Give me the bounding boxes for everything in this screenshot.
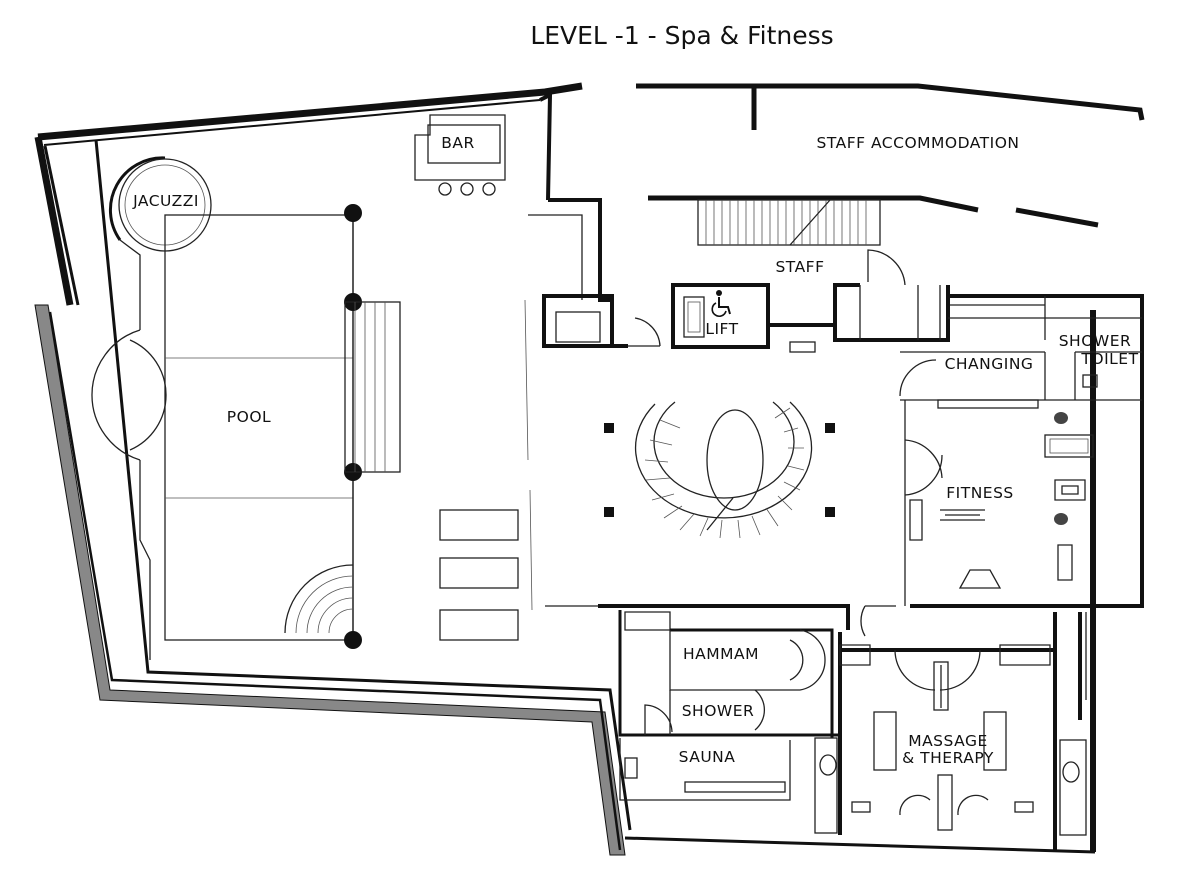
massage-wing: MASSAGE & THERAPY [838, 612, 1087, 850]
room-label-shower-toilet-line2: TOILET [1080, 350, 1138, 368]
wet-area: HAMMAM SHOWER SAUNA [618, 610, 840, 834]
staff-stair [697, 199, 881, 246]
fitness-wing: CHANGING SHOWER TOILET FITNESS [899, 294, 1144, 608]
pool-area: JACUZZI POOL [91, 156, 533, 660]
plan-title: LEVEL -1 - Spa & Fitness [530, 21, 833, 50]
wheelchair-icon [711, 290, 731, 317]
bar-area: BAR [414, 114, 506, 196]
room-label-sauna: SAUNA [679, 748, 736, 766]
room-label-jacuzzi: JACUZZI [132, 192, 199, 210]
room-label-shower-toilet-line1: SHOWER [1059, 332, 1132, 350]
staff-accommodation-walls [539, 83, 1145, 246]
room-label-massage-line2: & THERAPY [902, 749, 994, 767]
room-label-lift: LIFT [705, 320, 738, 338]
central-area: LIFT STAFF [528, 198, 950, 637]
room-label-staff: STAFF [775, 258, 824, 276]
room-label-hammam: HAMMAM [683, 645, 759, 663]
room-label-bar: BAR [441, 134, 475, 152]
left-hatched-wall [34, 304, 626, 856]
room-label-pool: POOL [227, 408, 271, 426]
room-label-staff-accommodation: STAFF ACCOMMODATION [817, 134, 1020, 152]
room-label-fitness: FITNESS [946, 484, 1014, 502]
spiral-stair [634, 401, 813, 539]
room-label-changing: CHANGING [945, 355, 1034, 373]
room-label-massage-line1: MASSAGE [908, 732, 988, 750]
room-label-shower: SHOWER [682, 702, 755, 720]
outer-walls [34, 82, 1096, 856]
